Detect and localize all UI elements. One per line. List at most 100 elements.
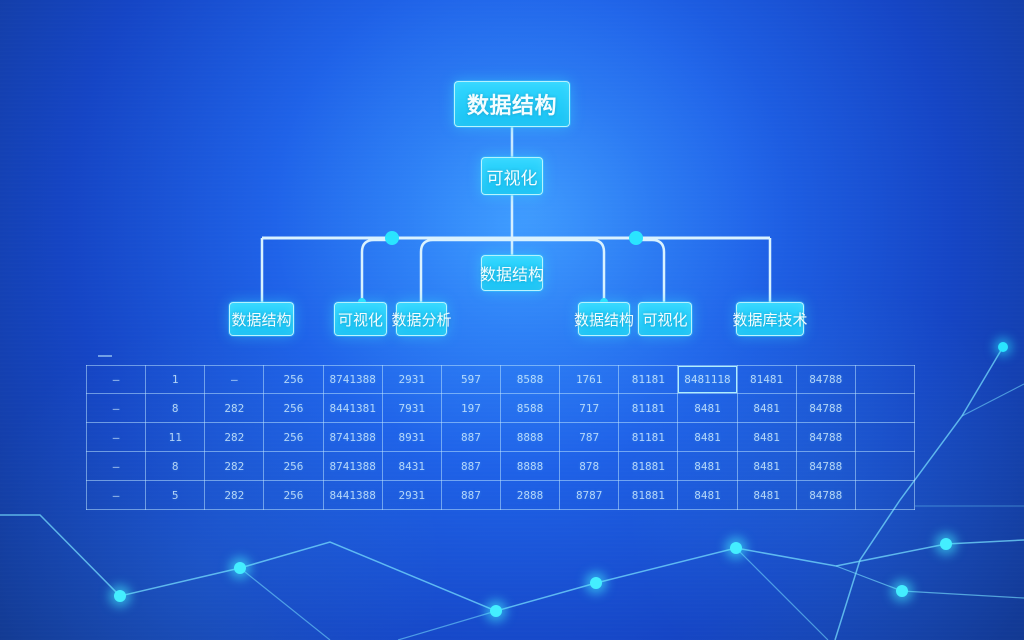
table-cell: 8441388: [322, 480, 383, 510]
table-cell: 8888: [499, 451, 561, 481]
table-cell: 8481: [677, 480, 738, 510]
table-corner-marker: [98, 355, 112, 357]
table-cell-highlight: 8481118: [677, 365, 738, 394]
table-cell: —: [85, 480, 147, 510]
network-node-icon: [114, 590, 126, 602]
leaf-node-1: 数据结构: [229, 302, 294, 336]
table-cell: 8431: [381, 451, 442, 481]
network-line-bottom-left: [0, 514, 1024, 612]
table-cell: 8441381: [322, 393, 383, 423]
table-cell: 8787: [559, 480, 620, 510]
table-cell: 84788: [795, 422, 856, 452]
table-cell: 1761: [559, 365, 620, 394]
junction-left-icon: [385, 231, 399, 245]
table-cell: 8931: [381, 422, 442, 452]
network-node-icon: [998, 342, 1008, 352]
table-cell: 8481: [677, 451, 738, 481]
leaf-node-2: 可视化: [334, 302, 387, 336]
table-row: — 1 — 256 8741388 2931 597 8588 1761 811…: [85, 365, 916, 394]
table-cell: 84788: [795, 480, 856, 510]
table-cell: 8: [145, 451, 206, 481]
table-cell: 717: [559, 393, 620, 423]
leaf-node-4: 数据结构: [574, 302, 634, 336]
leaf-node-5: 可视化: [638, 302, 692, 336]
table-cell: [854, 451, 916, 481]
table-cell: 282: [204, 480, 265, 510]
leaf-node-3: 数据分析: [392, 302, 452, 336]
table-cell: [854, 393, 916, 423]
table-cell: 8: [145, 393, 206, 423]
table-cell: 256: [263, 365, 324, 394]
diagram-subtitle: 可视化: [481, 157, 543, 195]
table-cell: 8481: [736, 393, 797, 423]
table-cell: 8481: [736, 422, 797, 452]
table-cell: —: [85, 451, 147, 481]
table-cell: 84788: [795, 393, 856, 423]
table-cell: 81881: [618, 480, 679, 510]
table-cell: [854, 480, 916, 510]
table-row: — 11 282 256 8741388 8931 887 8888 787 8…: [85, 422, 916, 452]
table-cell: 81881: [618, 451, 679, 481]
network-node-icon: [234, 562, 246, 574]
table-cell: 2931: [381, 480, 442, 510]
table-cell: 8481: [677, 393, 738, 423]
table-cell: 1: [145, 365, 206, 394]
table-cell: 597: [440, 365, 501, 394]
data-table-wrap: — 1 — 256 8741388 2931 597 8588 1761 811…: [85, 365, 916, 510]
table-cell: —: [204, 365, 265, 394]
table-cell: 197: [440, 393, 501, 423]
table-cell: [854, 422, 916, 452]
network-line-bottom-right-a: [735, 547, 829, 640]
table-cell: 5: [145, 480, 206, 510]
connector-leaf-5: [636, 238, 666, 302]
table-cell: 2931: [381, 365, 442, 394]
table-cell: 8481: [736, 480, 797, 510]
table-cell: 256: [263, 393, 324, 423]
table-cell: 81181: [618, 393, 679, 423]
table-row: — 8 282 256 8741388 8431 887 8888 878 81…: [85, 451, 916, 481]
table-row: — 8 282 256 8441381 7931 197 8588 717 81…: [85, 393, 916, 423]
table-cell: 878: [559, 451, 620, 481]
table-cell: 8741388: [322, 365, 383, 394]
table-cell: 8588: [499, 365, 561, 394]
table-cell: —: [85, 393, 147, 423]
table-cell: 256: [263, 422, 324, 452]
table-cell: 11: [145, 422, 206, 452]
table-cell: 84788: [795, 365, 856, 394]
table-cell: 81481: [736, 365, 797, 394]
network-line-bottom-center: [397, 610, 497, 640]
table-cell: 84788: [795, 451, 856, 481]
diagram-title: 数据结构: [454, 81, 570, 127]
connector-leaf-2: [360, 238, 392, 302]
diagram-center-node: 数据结构: [480, 255, 544, 291]
table-cell: 887: [440, 480, 501, 510]
table-cell: —: [85, 365, 147, 394]
network-line-right-branch: [961, 383, 1024, 417]
connector-leaf-4: [512, 238, 606, 302]
table-cell: 282: [204, 422, 265, 452]
network-line-bottom-mid: [239, 567, 331, 640]
table-cell: 8588: [499, 393, 561, 423]
table-cell: 2888: [499, 480, 561, 510]
table-cell: 8741388: [322, 451, 383, 481]
network-node-icon: [896, 585, 908, 597]
table-cell: 8481: [736, 451, 797, 481]
table-cell: 256: [263, 451, 324, 481]
network-line-bottom-right-b: [835, 565, 1024, 599]
table-cell: 887: [440, 451, 501, 481]
table-cell: 81181: [618, 422, 679, 452]
table-cell: 81181: [618, 365, 679, 394]
table-cell: 282: [204, 393, 265, 423]
table-cell: 282: [204, 451, 265, 481]
network-node-icon: [490, 605, 502, 617]
table-cell: 7931: [381, 393, 442, 423]
network-node-icon: [590, 577, 602, 589]
table-cell: 8481: [677, 422, 738, 452]
data-table: — 1 — 256 8741388 2931 597 8588 1761 811…: [85, 365, 916, 510]
table-cell: 887: [440, 422, 501, 452]
network-node-icon: [730, 542, 742, 554]
table-cell: 8741388: [322, 422, 383, 452]
connector-leaf-3: [419, 238, 512, 302]
